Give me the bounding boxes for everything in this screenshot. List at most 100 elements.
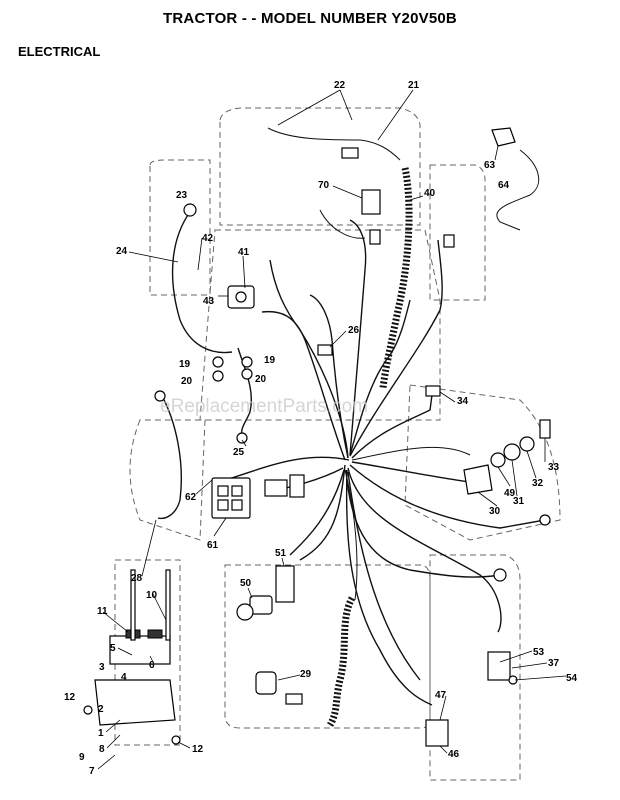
callout-37: 37: [548, 658, 560, 669]
part-nut-20b: [241, 368, 253, 380]
callout-32: 32: [532, 478, 544, 489]
part-fuse-block-46: [425, 719, 449, 747]
callout-3: 3: [99, 662, 105, 673]
callout-21: 21: [408, 80, 420, 91]
part-switch-63: [491, 127, 516, 147]
frame-right-rear: [429, 554, 521, 781]
callout-54: 54: [566, 673, 578, 684]
callout-19a: 19: [179, 359, 191, 370]
part-nut-20a: [212, 370, 224, 382]
callout-5: 5: [110, 643, 116, 654]
frame-seat: [224, 564, 431, 729]
part-rod-10: [130, 569, 136, 641]
callout-62: 62: [185, 492, 197, 503]
diagram-title: TRACTOR - - MODEL NUMBER Y20V50B: [163, 10, 457, 27]
callout-labels: 22 21 63 64 70 40 23 42 24 41 43 26 19 1…: [64, 80, 578, 777]
part-switch-37: [487, 651, 511, 681]
frame-left-fender: [149, 159, 211, 296]
part-terminal-23: [183, 203, 197, 217]
callout-53: 53: [533, 647, 545, 658]
callout-64: 64: [498, 180, 510, 191]
part-key-switch-30: [463, 464, 493, 495]
part-module-62: [211, 477, 251, 519]
callout-25: 25: [233, 447, 245, 458]
callout-26: 26: [348, 325, 360, 336]
part-connector-29: [285, 693, 303, 705]
frame-outlines: [114, 107, 561, 781]
watermark: eReplacementParts.com: [160, 396, 368, 417]
callout-70: 70: [318, 180, 330, 191]
callout-34: 34: [457, 396, 469, 407]
part-connector-62: [264, 479, 288, 497]
callout-29: 29: [300, 669, 312, 680]
cable-28: [157, 395, 183, 520]
callout-61: 61: [207, 540, 219, 551]
callout-4: 4: [121, 672, 127, 683]
battery-cables: [157, 127, 540, 520]
harness-70: [319, 209, 366, 239]
callout-12a: 12: [64, 692, 76, 703]
frame-right-panel: [404, 384, 561, 541]
callout-1: 1: [98, 728, 104, 739]
callout-43: 43: [203, 296, 215, 307]
callout-20a: 20: [181, 376, 193, 387]
conduit-lower: [326, 596, 356, 727]
part-washer-19a: [212, 356, 224, 368]
part-battery-tray-1: [94, 679, 176, 726]
components: [83, 127, 551, 747]
callout-19b: 19: [264, 355, 276, 366]
callout-31: 31: [513, 496, 525, 507]
part-nut-49: [490, 452, 506, 468]
frame-left-wheel: [129, 419, 206, 541]
part-lamp-50: [249, 595, 273, 615]
frame-left-rear: [114, 559, 181, 746]
callout-47: 47: [435, 690, 447, 701]
callout-6: 6: [149, 660, 155, 671]
callout-22: 22: [334, 80, 346, 91]
callout-20b: 20: [255, 374, 267, 385]
callout-28: 28: [131, 573, 143, 584]
frame-right-fender: [429, 164, 486, 301]
callout-2: 2: [98, 704, 104, 715]
callout-12b: 12: [192, 744, 204, 755]
part-battery-11: [109, 635, 171, 665]
cable-24: [171, 211, 233, 354]
callout-63: 63: [484, 160, 496, 171]
part-washer-31: [503, 443, 521, 461]
callout-11: 11: [97, 606, 108, 617]
callout-8: 8: [99, 744, 105, 755]
callout-42: 42: [202, 233, 214, 244]
callout-50: 50: [240, 578, 252, 589]
part-bezel-32: [519, 436, 535, 452]
frame-mid: [199, 229, 441, 421]
frame-hood: [219, 107, 421, 226]
part-washer-19b: [241, 356, 253, 368]
harness-21: [267, 127, 401, 161]
callout-9: 9: [79, 752, 85, 763]
part-connector-21: [341, 147, 359, 159]
callout-24: 24: [116, 246, 128, 257]
callout-49: 49: [504, 488, 516, 499]
part-switch-51: [275, 565, 295, 603]
callout-40: 40: [424, 188, 436, 199]
harness-conduit: [326, 167, 413, 727]
part-coil-29: [255, 671, 277, 695]
callout-41: 41: [238, 247, 250, 258]
part-relay-70: [361, 189, 381, 215]
part-key-33: [539, 419, 551, 439]
callout-30: 30: [489, 506, 501, 517]
callout-10: 10: [146, 590, 158, 601]
callout-7: 7: [89, 766, 95, 777]
leader-lines: [97, 89, 567, 770]
main-harness: [224, 219, 546, 706]
callout-33: 33: [548, 462, 560, 473]
callout-46: 46: [448, 749, 460, 760]
callout-51: 51: [275, 548, 287, 559]
section-label: ELECTRICAL: [18, 44, 101, 59]
conduit-40: [379, 167, 413, 389]
part-connector-26: [317, 344, 333, 356]
part-connector-34: [425, 385, 441, 397]
callout-23: 23: [176, 190, 188, 201]
harness-64: [496, 149, 540, 231]
